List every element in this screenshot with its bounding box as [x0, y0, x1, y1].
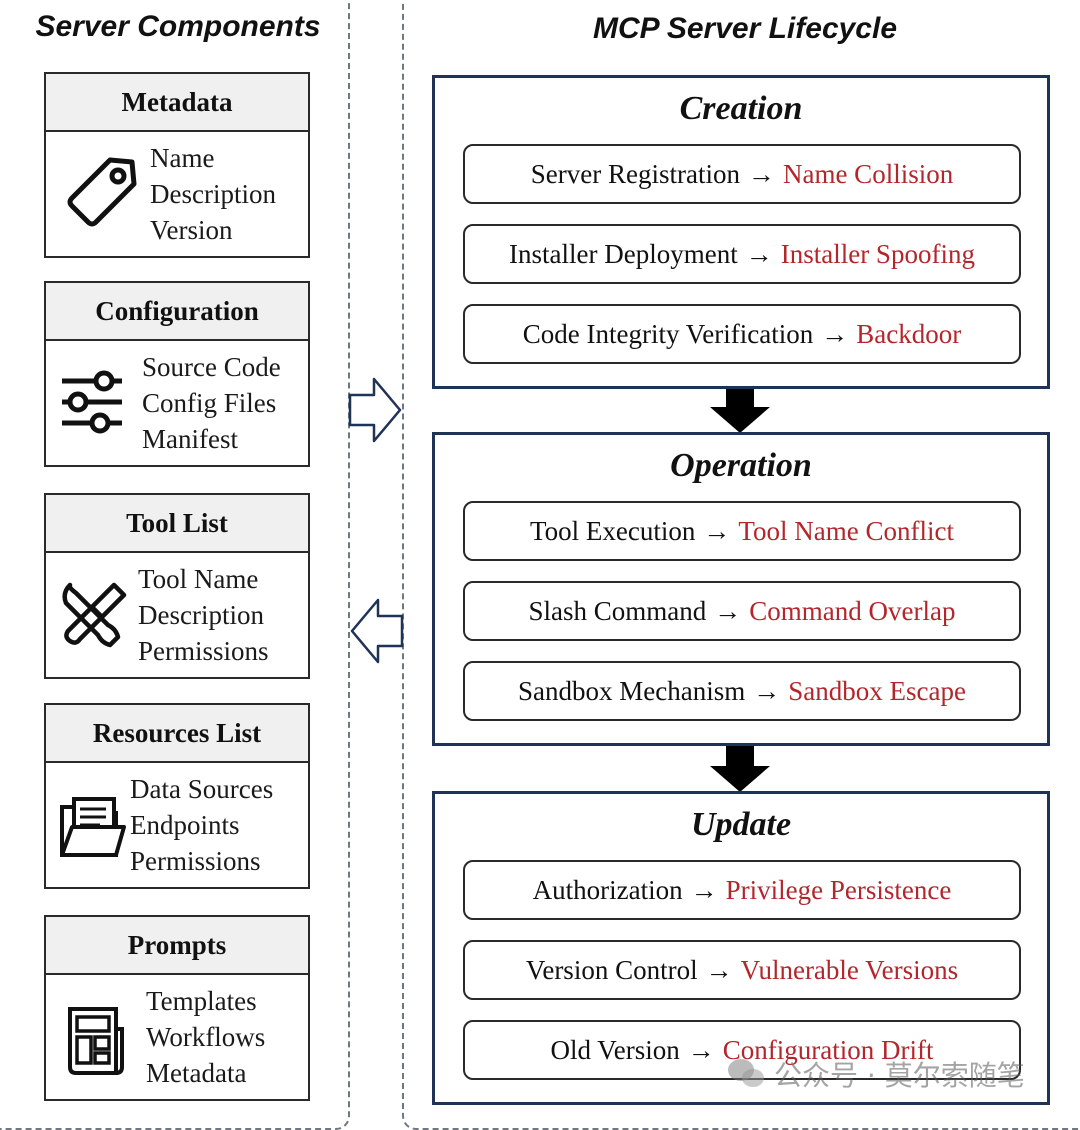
down-arrow-icon [710, 389, 770, 433]
down-arrow-icon [710, 746, 770, 792]
operation-risk-2: Command Overlap [749, 595, 956, 626]
operation-step-2: Slash Command [528, 595, 707, 626]
configuration-card: Configuration Source Code Config Files M… [44, 281, 310, 467]
prompts-line-metadata: Metadata [146, 1058, 247, 1088]
resources-list-header: Resources List [46, 705, 308, 763]
resources-line-permissions: Permissions [130, 846, 261, 876]
resources-line-data-sources: Data Sources [130, 774, 274, 804]
server-components-title: Server Components [35, 10, 321, 43]
arrow-glyph: → [821, 318, 849, 349]
operation-item-2: Slash Command→Command Overlap [463, 581, 1021, 641]
update-risk-3: Configuration Drift [722, 1034, 934, 1065]
metadata-header: Metadata [46, 74, 308, 132]
stage-creation-title: Creation [679, 90, 803, 127]
creation-risk-2: Installer Spoofing [780, 238, 975, 269]
tool-list-line-tool-name: Tool Name [138, 564, 259, 594]
resources-list-card: Resources List Data Sources Endpoints Pe… [44, 703, 310, 889]
creation-risk-1: Name Collision [782, 158, 954, 189]
arrow-glyph: → [687, 1034, 715, 1065]
stage-creation: Creation Server Registration→Name Collis… [432, 75, 1050, 389]
arrow-glyph: → [714, 595, 742, 626]
stage-update-title: Update [690, 806, 792, 843]
arrow-glyph: → [690, 874, 718, 905]
prompts-card: Prompts Templates Workflows Metadata [44, 915, 310, 1101]
arrow-glyph: → [747, 158, 775, 189]
configuration-line-manifest: Manifest [142, 424, 238, 454]
creation-item-3: Code Integrity Verification→Backdoor [463, 304, 1021, 364]
tag-icon [64, 154, 140, 235]
creation-step-3: Code Integrity Verification [522, 318, 814, 349]
update-risk-2: Vulnerable Versions [740, 954, 959, 985]
document-icon [66, 1005, 126, 1082]
update-step-2: Version Control [525, 954, 698, 985]
creation-step-1: Server Registration [530, 158, 740, 189]
arrow-glyph: → [753, 675, 781, 706]
resources-line-endpoints: Endpoints [130, 810, 240, 840]
prompts-header: Prompts [46, 917, 308, 975]
update-item-1: Authorization→Privilege Persistence [463, 860, 1021, 920]
update-item-3: Old Version→Configuration Drift [463, 1020, 1021, 1080]
configuration-header: Configuration [46, 283, 308, 341]
stage-operation-title: Operation [670, 447, 812, 484]
metadata-line-description: Description [150, 179, 276, 209]
arrow-glyph: → [745, 238, 773, 269]
update-step-3: Old Version [550, 1034, 680, 1065]
update-step-1: Authorization [532, 874, 683, 905]
operation-step-3: Sandbox Mechanism [518, 675, 746, 706]
left-hollow-arrow-icon [350, 598, 404, 664]
creation-item-1: Server Registration→Name Collision [463, 144, 1021, 204]
stage-operation: Operation Tool Execution→Tool Name Confl… [432, 432, 1050, 746]
arrow-glyph: → [703, 515, 731, 546]
prompts-line-workflows: Workflows [146, 1022, 266, 1052]
metadata-card: Metadata Name Description Version [44, 72, 310, 258]
arrow-glyph: → [705, 954, 733, 985]
configuration-line-source-code: Source Code [142, 352, 281, 382]
watermark-text: 公众号 · 莫尔索随笔 [774, 1059, 1025, 1092]
operation-risk-3: Sandbox Escape [788, 675, 966, 706]
update-item-2: Version Control→Vulnerable Versions [463, 940, 1021, 1000]
wechat-icon [728, 1059, 764, 1087]
metadata-line-version: Version [150, 215, 233, 245]
operation-risk-1: Tool Name Conflict [738, 515, 954, 546]
operation-step-1: Tool Execution [530, 515, 696, 546]
tools-icon [58, 579, 130, 656]
right-hollow-arrow-icon [348, 377, 402, 443]
creation-risk-3: Backdoor [856, 318, 962, 349]
configuration-line-config-files: Config Files [142, 388, 277, 418]
update-risk-1: Privilege Persistence [725, 874, 952, 905]
creation-step-2: Installer Deployment [509, 238, 738, 269]
tool-list-line-permissions: Permissions [138, 636, 269, 666]
tool-list-header: Tool List [46, 495, 308, 553]
folder-icon [58, 793, 128, 868]
operation-item-1: Tool Execution→Tool Name Conflict [463, 501, 1021, 561]
creation-item-2: Installer Deployment→Installer Spoofing [463, 224, 1021, 284]
lifecycle-title: MCP Server Lifecycle [592, 12, 898, 45]
operation-item-3: Sandbox Mechanism→Sandbox Escape [463, 661, 1021, 721]
prompts-line-templates: Templates [146, 986, 257, 1016]
stage-update: Update Authorization→Privilege Persisten… [432, 791, 1050, 1105]
sliders-icon [60, 369, 124, 440]
tool-list-card: Tool List Tool Name Description Permissi… [44, 493, 310, 679]
watermark: 公众号 · 莫尔索随笔 [726, 1054, 1025, 1094]
tool-list-line-description: Description [138, 600, 264, 630]
metadata-line-name: Name [150, 143, 215, 173]
